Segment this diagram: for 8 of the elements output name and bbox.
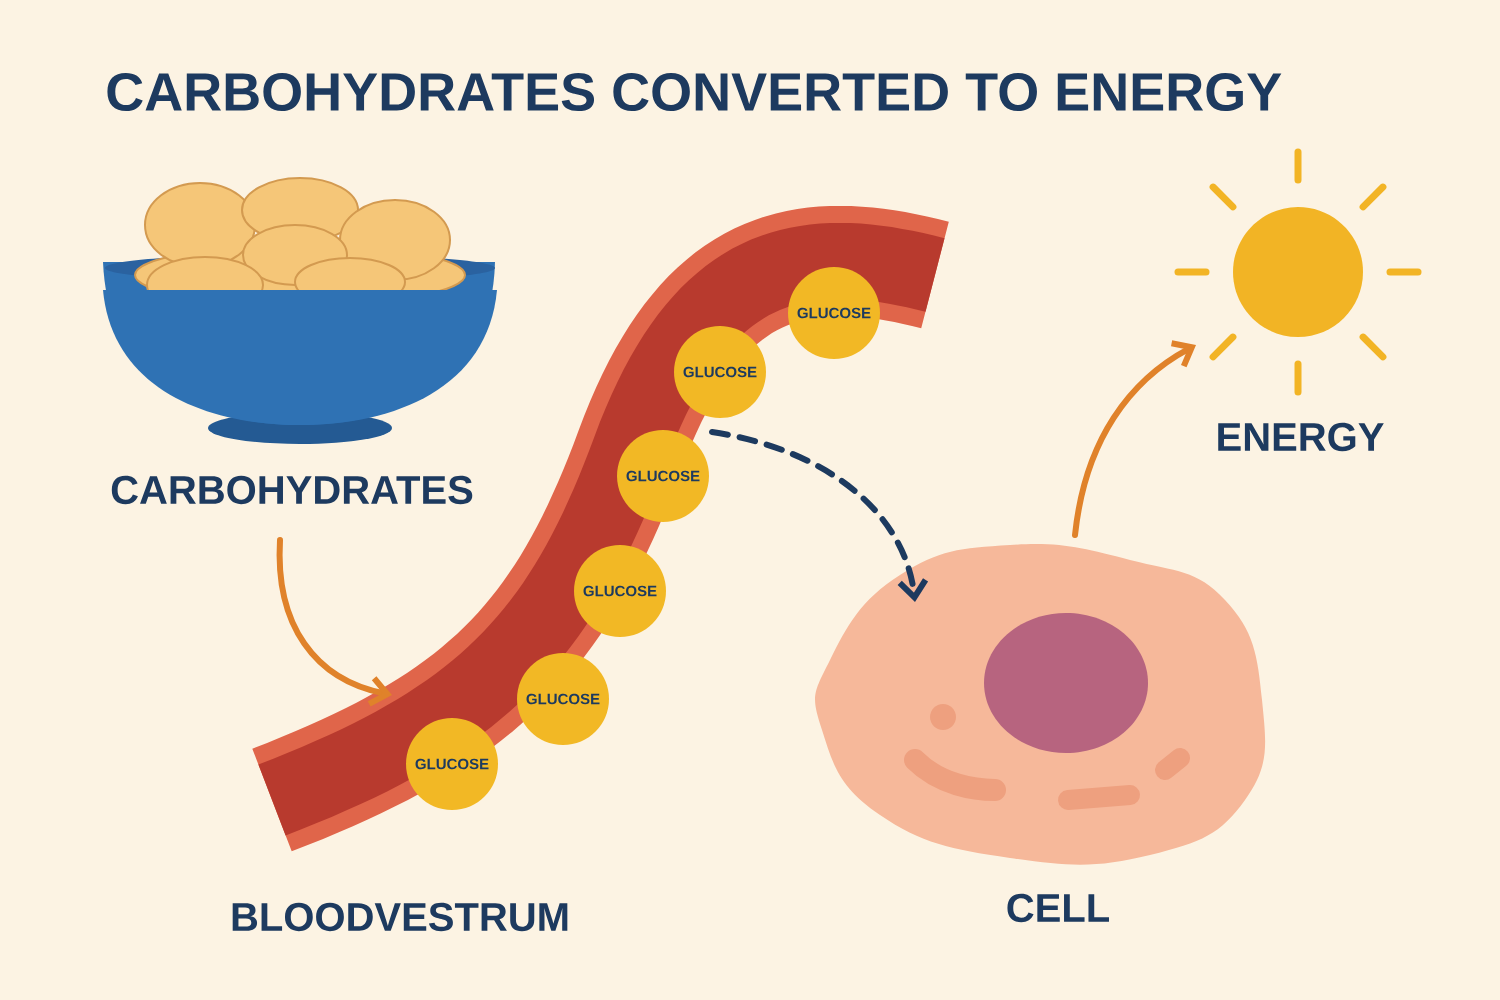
arrow bbox=[1072, 340, 1196, 538]
node-label: CARBOHYDRATES bbox=[111, 475, 473, 505]
node-label: BLOODVESTRUM bbox=[232, 902, 568, 932]
title: CARBOHYDRATES CONVERTED TO ENERGY bbox=[107, 72, 1282, 112]
arrow bbox=[709, 429, 929, 602]
node-label: CELL bbox=[1007, 893, 1109, 923]
node-label: ENERGY bbox=[1218, 422, 1384, 452]
arrow bbox=[276, 537, 392, 707]
